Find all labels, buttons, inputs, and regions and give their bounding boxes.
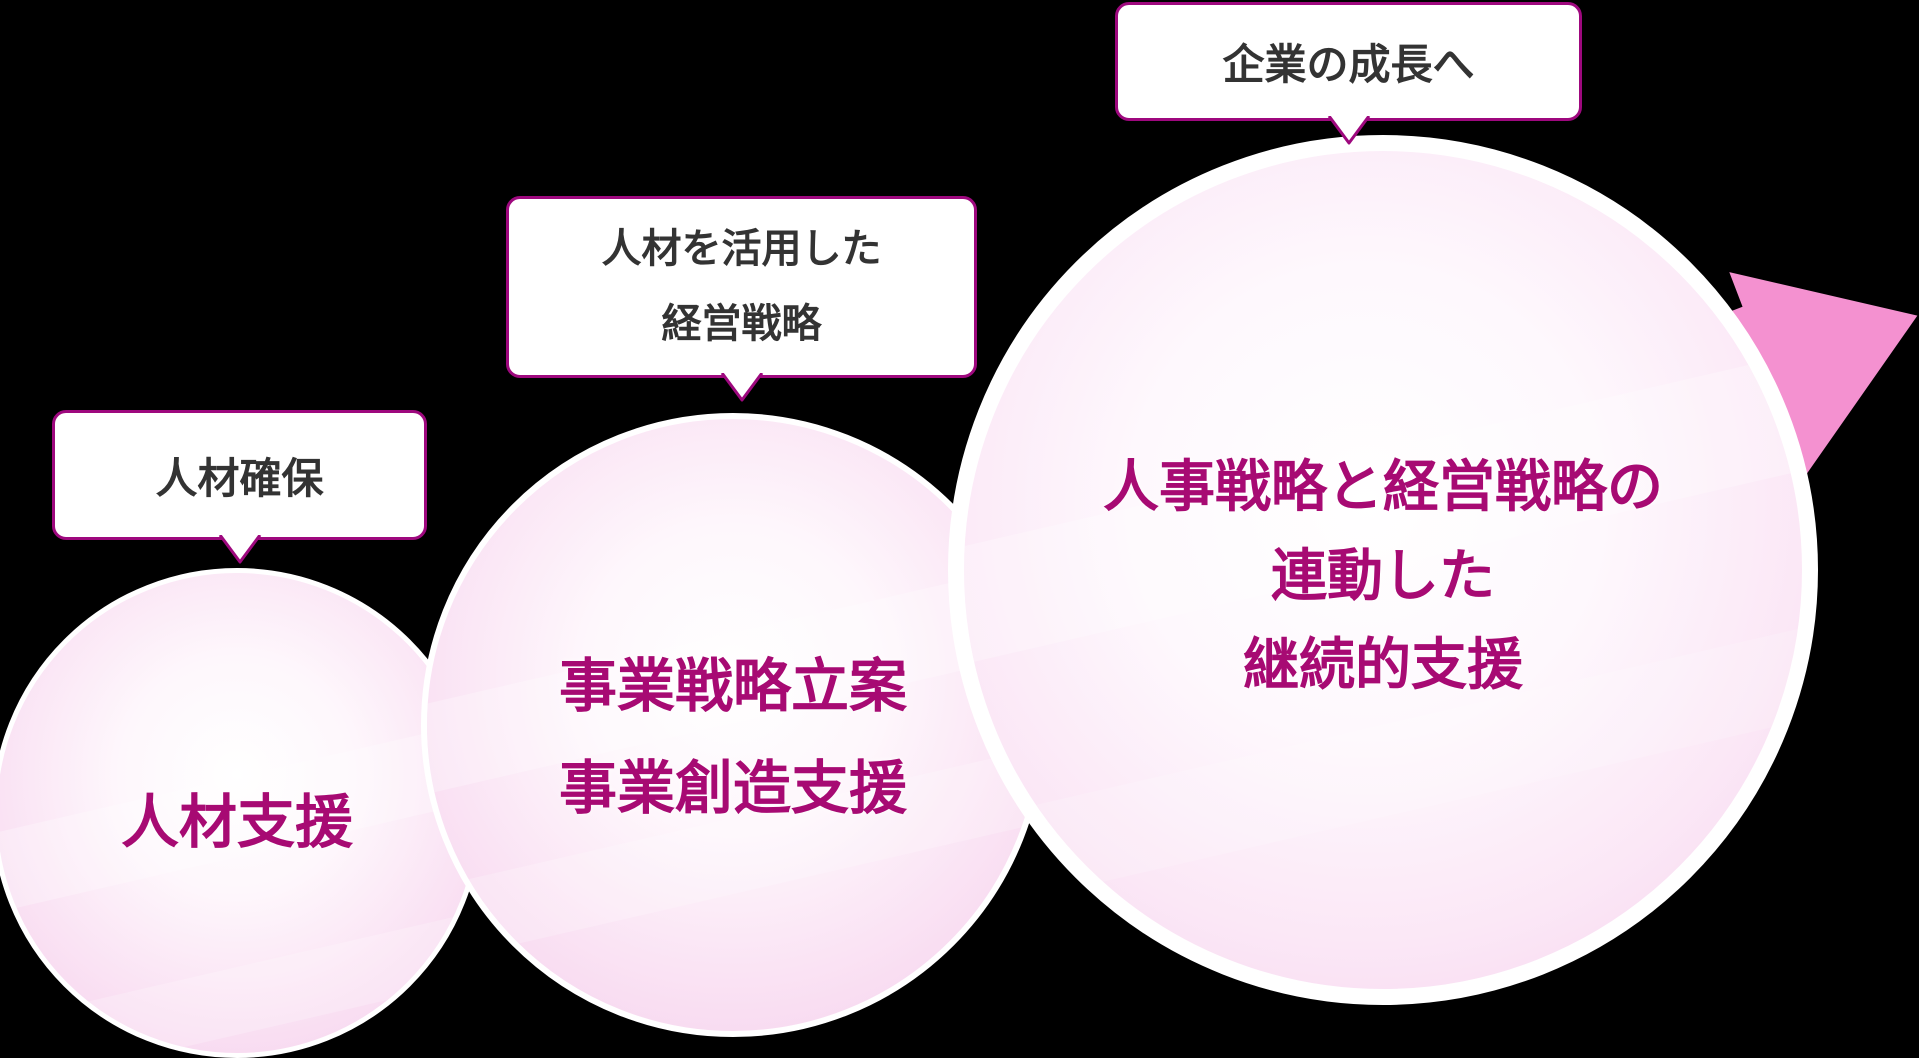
callout-label: 人材を活用した 経営戦略 (601, 226, 882, 347)
circle-jigyo-senryaku: 事業戦略立案 事業創造支援 (421, 413, 1045, 1037)
light-streak (0, 901, 477, 1053)
callout-tail-icon (1327, 116, 1370, 145)
callout-label: 人材確保 (155, 453, 324, 503)
callout-tail-icon (218, 535, 261, 564)
callout-tail-icon (720, 373, 763, 402)
circle-label-jinzai-shien: 人材支援 (120, 788, 353, 856)
callout-keiei-senryaku: 人材を活用した 経営戦略 (506, 196, 977, 402)
callout-kigyo-seicho: 企業の成長へ (1115, 2, 1582, 145)
callout-jinzai-kakuho: 人材確保 (52, 410, 427, 564)
circle-jinzai-shien: 人材支援 (0, 568, 482, 1058)
circle-label-jigyo-senryaku: 事業戦略立案 事業創造支援 (558, 652, 907, 822)
circle-jinji-keiei-renkei: 人事戦略と経営戦略の 連動した 継続的支援 (948, 135, 1818, 1005)
callout-label: 企業の成長へ (1222, 40, 1475, 89)
circle-label-jinji-keiei-renkei: 人事戦略と経営戦略の 連動した 継続的支援 (1103, 455, 1663, 698)
